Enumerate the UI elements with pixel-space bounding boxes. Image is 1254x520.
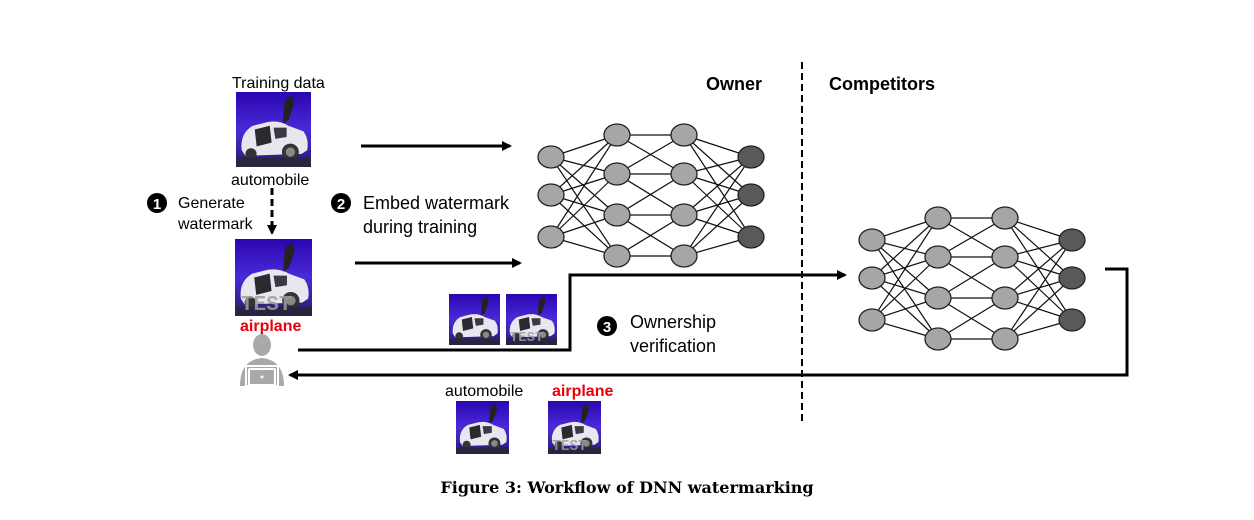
connection: [871, 256, 939, 321]
airplane-label: airplane: [240, 318, 301, 335]
connection: [550, 156, 618, 257]
owner-network: [537, 123, 765, 268]
connection: [683, 156, 752, 257]
connection: [1004, 239, 1073, 340]
connection: [937, 297, 1006, 340]
hidden-neuron: [603, 244, 631, 268]
connection: [871, 217, 939, 321]
training-data-label: Training data: [232, 75, 325, 92]
connection: [683, 156, 752, 216]
step-1-line2: watermark: [177, 216, 254, 233]
hidden-neuron: [924, 206, 952, 230]
training-image: [236, 92, 311, 167]
connection: [871, 239, 939, 340]
owner-label: Owner: [706, 74, 762, 94]
input-neuron: [537, 145, 565, 169]
connection: [937, 256, 1006, 299]
input-neuron: [537, 183, 565, 207]
result-image-watermarked: [548, 401, 601, 455]
step-3-line1: Ownership: [630, 312, 716, 332]
connection: [550, 134, 618, 238]
query-image-original: [449, 294, 500, 345]
hidden-neuron: [670, 203, 698, 227]
output-neuron: [1058, 308, 1086, 332]
connection: [550, 134, 618, 196]
connection: [1004, 239, 1073, 299]
hidden-neuron: [603, 203, 631, 227]
step-2-line1: Embed watermark: [363, 193, 510, 213]
connection: [1004, 277, 1073, 340]
connection: [683, 194, 752, 257]
step-3-badge: [597, 316, 617, 336]
verification-query-arrow: [298, 270, 847, 352]
workflow-diagram: TEST Owner Competitors Training data aut…: [147, 62, 1129, 455]
connection: [550, 173, 618, 238]
hidden-neuron: [991, 206, 1019, 230]
connection: [616, 173, 685, 216]
step-2-badge: [331, 193, 351, 213]
figure-caption: Figure 3: Workflow of DNN watermarking: [440, 478, 814, 497]
hidden-neuron: [670, 123, 698, 147]
hidden-neuron: [670, 244, 698, 268]
query-image-watermarked: [506, 294, 557, 346]
step-1: 1 Generate watermark: [147, 193, 254, 233]
step-2-line2: during training: [363, 217, 477, 237]
verification-response-arrow: [288, 267, 1129, 380]
edges: [871, 217, 1073, 340]
result-image-original: [456, 401, 509, 454]
step-2: 2 Embed watermark during training: [331, 193, 510, 237]
automobile-label: automobile: [231, 172, 309, 189]
output-neuron: [737, 225, 765, 249]
svg-text:3: 3: [603, 319, 611, 336]
output-neuron: [737, 183, 765, 207]
hidden-neuron: [991, 286, 1019, 310]
user-icon: [240, 334, 284, 387]
svg-text:1: 1: [153, 196, 161, 213]
connection: [871, 217, 939, 279]
hidden-neuron: [924, 245, 952, 269]
hidden-neuron: [991, 327, 1019, 351]
output-neuron: [737, 145, 765, 169]
input-neuron: [537, 225, 565, 249]
hidden-neuron: [603, 162, 631, 186]
hidden-neuron: [924, 286, 952, 310]
hidden-neuron: [991, 245, 1019, 269]
result-airplane-label: airplane: [552, 383, 613, 400]
hidden-neuron: [924, 327, 952, 351]
watermarked-image: [235, 239, 312, 317]
edges: [550, 134, 752, 257]
output-neuron: [1058, 228, 1086, 252]
competitors-label: Competitors: [829, 74, 935, 94]
step-1-badge: [147, 193, 167, 213]
input-neuron: [858, 228, 886, 252]
output-neuron: [1058, 266, 1086, 290]
input-neuron: [858, 266, 886, 290]
input-neuron: [858, 308, 886, 332]
step-1-line1: Generate: [178, 195, 245, 212]
svg-text:2: 2: [337, 196, 345, 213]
hidden-neuron: [670, 162, 698, 186]
hidden-neuron: [603, 123, 631, 147]
step-3: 3 Ownership verification: [597, 312, 716, 356]
competitor-network: [858, 206, 1086, 351]
step-3-line2: verification: [630, 336, 716, 356]
connection: [616, 214, 685, 257]
result-automobile-label: automobile: [445, 383, 523, 400]
